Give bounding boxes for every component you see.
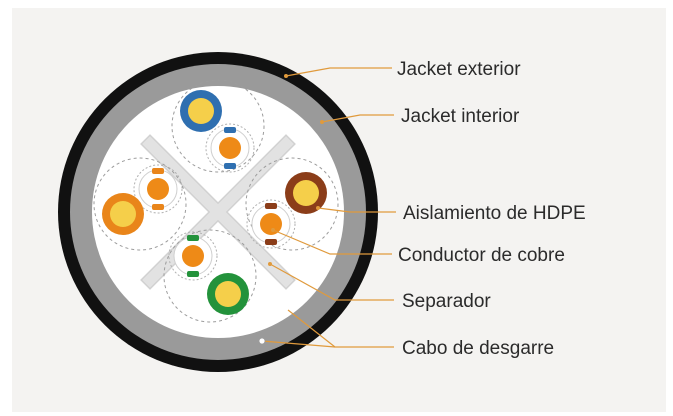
leader-inner-jacket [321, 114, 394, 123]
label-outer-jacket: Jacket exterior [397, 59, 521, 80]
pair-boundary-green [163, 229, 257, 323]
green-white-wire-copper [182, 245, 204, 267]
pair-blue [180, 90, 250, 169]
wire-boundary-brown-white [246, 199, 296, 249]
blue-wire-copper-conductor [188, 98, 214, 124]
pair-brown [251, 172, 327, 245]
separator-arm-diagonal-b-inner [142, 136, 294, 288]
wire-boundary-blue-white [205, 123, 255, 173]
leader-copper-conductor [272, 229, 392, 255]
wire-boundary-orange-white [133, 164, 183, 214]
pair-green [173, 235, 249, 315]
labels: Jacket exterior Jacket interior Aislamie… [397, 59, 586, 359]
blue-stripe-top [224, 127, 236, 133]
leader-dot-hdpe-insulation [316, 206, 320, 210]
leader-ripcord-b [261, 340, 336, 348]
label-separator: Separador [402, 291, 491, 312]
orange-wire-copper-conductor [110, 201, 136, 227]
label-ripcord: Cabo de desgarre [402, 338, 554, 359]
green-stripe-bottom [187, 271, 199, 277]
orange-white-wire-copper [147, 178, 169, 200]
blue-white-wire-copper [219, 137, 241, 159]
label-copper-conductor: Conductor de cobre [398, 245, 565, 266]
brown-stripe-bottom [265, 239, 277, 245]
green-stripe-top [187, 235, 199, 241]
pair-orange [102, 168, 178, 235]
pair-boundary-brown [245, 157, 339, 251]
brown-stripe-top [265, 203, 277, 209]
orange-stripe-bottom [152, 204, 164, 210]
pair-boundaries [93, 79, 339, 323]
leader-lines [258, 67, 396, 348]
label-hdpe-insulation: Aislamiento de HDPE [403, 203, 586, 224]
pair-boundary-blue [171, 79, 265, 173]
ripcord-marker [258, 337, 266, 345]
pair-boundary-orange [93, 157, 187, 251]
blue-stripe-bottom [224, 163, 236, 169]
brown-wire-copper-conductor [293, 180, 319, 206]
green-wire-copper-conductor [215, 281, 241, 307]
orange-stripe-top [152, 168, 164, 174]
leader-hdpe-insulation [317, 207, 396, 213]
leader-dot-outer-jacket [284, 74, 288, 78]
cross-separator [140, 134, 296, 290]
leader-separator [269, 263, 394, 301]
wire-boundary-green-white [168, 231, 218, 281]
label-inner-jacket: Jacket interior [401, 106, 520, 127]
leader-dot-copper-conductor [271, 228, 275, 232]
leader-dot-separator [268, 262, 272, 266]
leader-dot-inner-jacket [320, 120, 324, 124]
brown-white-wire-copper [260, 213, 282, 235]
leader-outer-jacket [285, 67, 392, 77]
